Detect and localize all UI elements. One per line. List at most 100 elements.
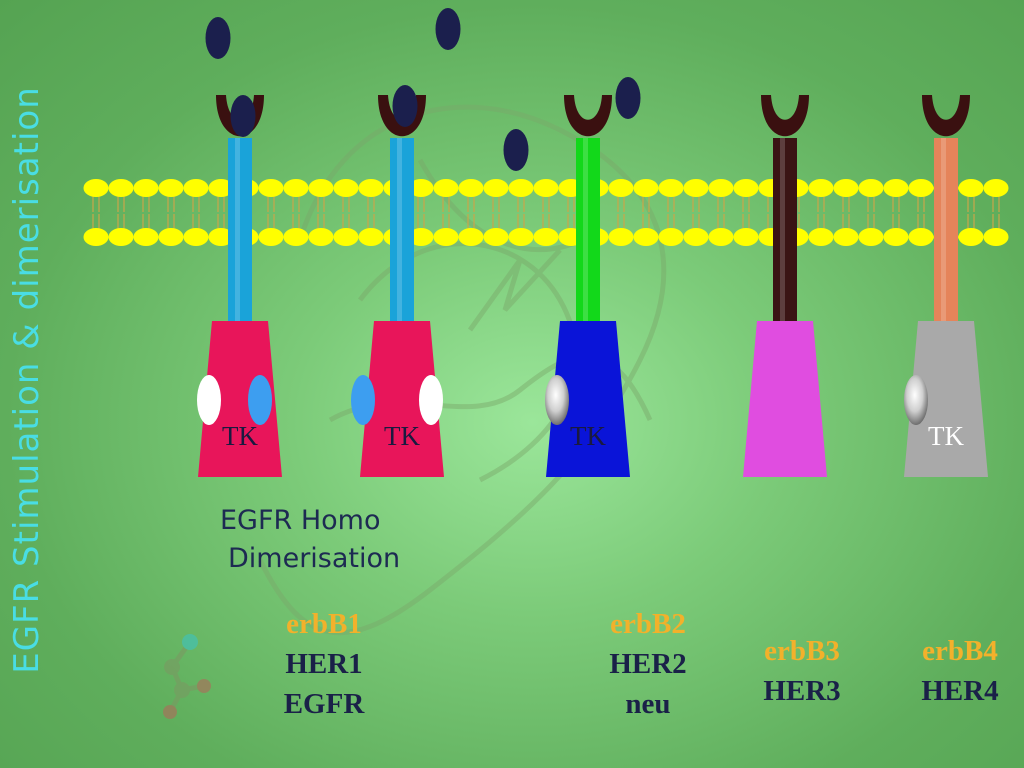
lipid-head	[683, 228, 709, 246]
stalk-highlight	[235, 138, 240, 324]
lipid-head	[308, 179, 334, 197]
lipid-head	[708, 179, 734, 197]
egf-ligand	[615, 77, 641, 119]
egf-ligand	[205, 17, 231, 59]
ligand-binding-cup	[564, 95, 612, 137]
label-erbb1-name: erbB1	[286, 608, 362, 640]
receptor-group	[197, 95, 988, 477]
kinase-domain	[743, 321, 827, 477]
lipid-head	[608, 228, 634, 246]
lipid-head	[333, 228, 359, 246]
lipid-head	[533, 228, 559, 246]
ligand-binding-cup	[922, 95, 970, 137]
receptor-stalk	[576, 138, 600, 324]
lipid-head	[208, 179, 234, 197]
label-erbb3: erbB3 HER3	[742, 631, 862, 711]
lipid-head	[958, 179, 984, 197]
page-title-text: EGFR Stimulation & dimerisation	[7, 86, 47, 674]
label-erbb3-alias: HER3	[763, 675, 841, 707]
lipid-head	[983, 228, 1009, 246]
label-erbb4-name: erbB4	[922, 635, 998, 667]
lipid-head	[983, 179, 1009, 197]
lipid-head	[633, 179, 659, 197]
kinase-domain	[904, 321, 988, 477]
lipid-head	[308, 228, 334, 246]
label-erbb2-alias: HER2	[609, 648, 687, 680]
lipid-head	[833, 179, 859, 197]
lipid-head	[858, 228, 884, 246]
receptor-stalk	[934, 138, 958, 324]
lipid-head	[433, 228, 459, 246]
lipid-bilayer-membrane	[83, 179, 1009, 246]
lipid-head	[333, 179, 359, 197]
label-erbb4: erbB4 HER4	[900, 631, 1020, 711]
lipid-head	[158, 228, 184, 246]
receptor-stalk	[390, 138, 414, 324]
stalk-highlight	[583, 138, 588, 324]
phosphorylation-site	[904, 375, 928, 425]
tk-label: TK	[384, 421, 420, 451]
label-erbb2-alias-2: neu	[625, 688, 671, 720]
caption-line-1: EGFR Homo	[220, 505, 381, 536]
lipid-head	[733, 228, 759, 246]
lipid-head	[108, 179, 134, 197]
lipid-head	[733, 179, 759, 197]
stalk-highlight	[397, 138, 402, 324]
lipid-head	[533, 179, 559, 197]
label-erbb2-name: erbB2	[610, 608, 686, 640]
lipid-head	[83, 179, 109, 197]
lipid-head	[133, 228, 159, 246]
lipid-head	[408, 179, 434, 197]
lipid-head	[508, 228, 534, 246]
label-erbb3-name: erbB3	[764, 635, 840, 667]
ligand-binding-cup	[761, 95, 809, 137]
lipid-head	[458, 228, 484, 246]
receptor-stalk	[228, 138, 252, 324]
stalk-highlight	[780, 138, 785, 324]
lipid-head	[658, 179, 684, 197]
lipid-head	[833, 228, 859, 246]
lipid-head	[358, 179, 384, 197]
label-erbb1-alias-2: EGFR	[283, 688, 365, 720]
ligand-binding-cup	[378, 95, 426, 137]
receptor-stalk	[773, 138, 797, 324]
molecule-watermark	[163, 634, 211, 719]
kinase-domain	[546, 321, 630, 477]
egf-ligand	[503, 129, 529, 171]
phosphorylation-site	[351, 375, 375, 425]
lipid-head	[808, 228, 834, 246]
label-erbb2: erbB2 HER2 neu	[588, 604, 708, 724]
lipid-head	[858, 179, 884, 197]
lipid-head	[908, 228, 934, 246]
label-erbb4-alias: HER4	[921, 675, 999, 707]
stalk-highlight	[941, 138, 946, 324]
tk-label: TK	[928, 421, 964, 451]
lipid-head	[83, 228, 109, 246]
lipid-head	[458, 179, 484, 197]
tk-label: TK	[570, 421, 606, 451]
lipid-head	[283, 179, 309, 197]
lipid-head	[133, 179, 159, 197]
lipid-head	[633, 228, 659, 246]
lipid-head	[958, 228, 984, 246]
lipid-head	[883, 228, 909, 246]
ligand-group	[205, 8, 641, 171]
lipid-head	[208, 228, 234, 246]
egf-ligand	[230, 95, 256, 137]
lipid-head	[483, 228, 509, 246]
label-erbb1-alias: HER1	[285, 648, 363, 680]
lipid-head	[258, 228, 284, 246]
kinase-domain	[198, 321, 282, 477]
lipid-head	[808, 179, 834, 197]
lipid-head	[683, 179, 709, 197]
phosphorylation-site	[197, 375, 221, 425]
label-erbb1: erbB1 HER1 EGFR	[264, 604, 384, 724]
lipid-head	[508, 179, 534, 197]
tk-label: TK	[222, 421, 258, 451]
phosphorylation-site	[419, 375, 443, 425]
lipid-head	[358, 228, 384, 246]
lipid-head	[433, 179, 459, 197]
lipid-head	[658, 228, 684, 246]
lipid-head	[908, 179, 934, 197]
